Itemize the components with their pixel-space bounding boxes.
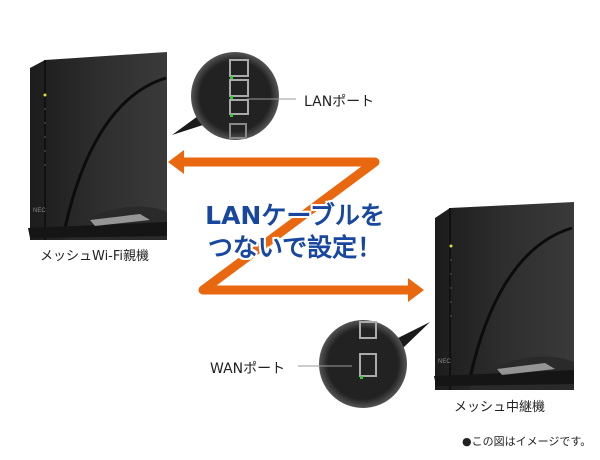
headline-line1: LANケーブルを: [205, 201, 385, 230]
image-note: ●この図はイメージです。: [462, 435, 592, 448]
lan-port-label: LANポート: [304, 94, 375, 110]
power-led-icon: [43, 93, 47, 97]
repeater-brand-logo: NEC: [438, 359, 451, 365]
parent-router-image: [28, 52, 167, 240]
wan-port-zoom: [298, 320, 430, 408]
wan-port-icon: [359, 353, 377, 377]
arrow-line: [180, 157, 410, 295]
arrow-head-left: [168, 150, 184, 174]
lan-port-icon: [229, 59, 249, 77]
lan-port-zoom: [172, 52, 296, 140]
repeater-router-image: [434, 202, 574, 390]
arrow-head-right: [408, 278, 424, 302]
parent-brand-logo: NEC: [33, 208, 46, 214]
wan-port-label: WANポート: [210, 361, 286, 377]
repeater-router-label: メッシュ中継機: [454, 400, 546, 415]
parent-router-label: メッシュWi-Fi親機: [40, 249, 150, 264]
cable-arrow: [168, 150, 424, 302]
headline-line2: つないで設定！: [207, 233, 383, 262]
